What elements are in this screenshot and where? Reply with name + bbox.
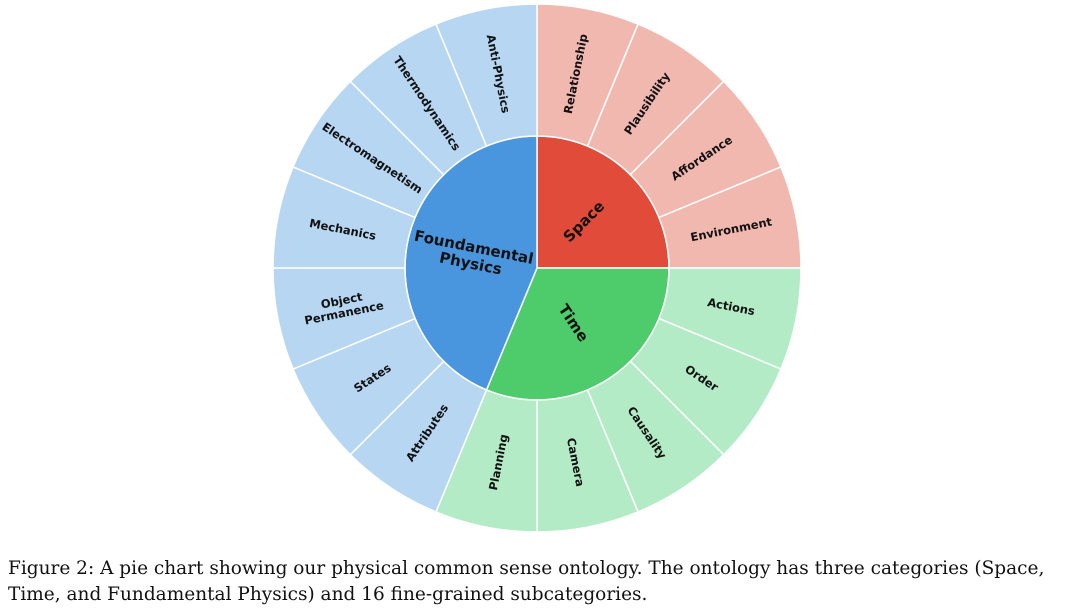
caption-line-2: Time, and Fundamental Physics) and 16 fi…: [8, 584, 648, 605]
figure-caption: Figure 2: A pie chart showing our physic…: [8, 556, 1078, 608]
caption-line-1: Figure 2: A pie chart showing our physic…: [8, 558, 1045, 579]
subcategory-wedge-anti-physics: [434, 3, 538, 148]
